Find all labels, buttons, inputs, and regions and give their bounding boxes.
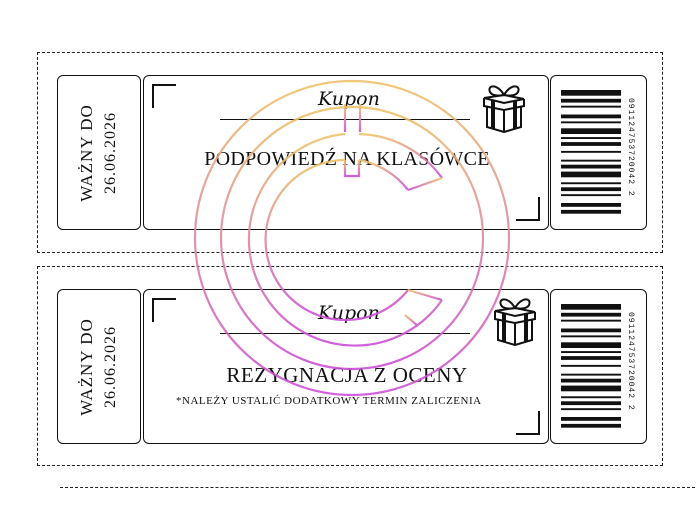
barcode-bar (561, 121, 621, 124)
barcode-bar (561, 312, 621, 317)
corner-mark-top-left (152, 84, 176, 108)
coupon-body: Kupon REZYGNACJA Z OCENY *NALEŻY USTALIĆ… (143, 289, 549, 444)
barcode-bar (561, 128, 621, 134)
barcode-bar (561, 335, 621, 338)
barcode-bar (561, 351, 621, 353)
barcode-bar (561, 373, 621, 376)
coupon-title: REZYGNACJA Z OCENY (226, 363, 468, 387)
barcode-panel: 091124753720042 2 (550, 289, 647, 444)
valid-until-date: 26.06.2026 (102, 325, 119, 408)
barcode-digits: 091124753720042 2 (626, 98, 635, 197)
barcode-bar (561, 194, 621, 197)
barcode-bar (561, 171, 621, 178)
coupon-heading: Kupon (318, 302, 380, 324)
barcode-icon (561, 304, 621, 428)
barcode-bar (561, 342, 621, 348)
barcode-bar (561, 90, 621, 96)
barcode-bar (561, 182, 621, 185)
coupon-body: Kupon PODPOWIEDŹ NA KLASÓWCE (143, 75, 549, 230)
barcode-bar (561, 159, 621, 162)
barcode-bar (561, 328, 621, 333)
barcode-bar (561, 304, 621, 310)
validity-stub: WAŻNY DO 26.06.2026 (57, 75, 141, 230)
barcode-bar (561, 114, 621, 119)
barcode-bar (561, 378, 621, 383)
coupon-footnote: *NALEŻY USTALIĆ DODATKOWY TERMIN ZALICZE… (176, 395, 482, 407)
barcode-digits: 091124753720042 2 (626, 312, 635, 411)
barcode-bar (561, 150, 621, 153)
barcode-bar (561, 408, 621, 411)
barcode-bar (561, 401, 621, 406)
coupon-heading: Kupon (318, 88, 380, 110)
valid-until-date: 26.06.2026 (102, 111, 119, 194)
barcode-bar (561, 417, 621, 421)
barcode-bar (561, 423, 621, 428)
gift-icon (494, 298, 536, 346)
barcode-bar (561, 356, 621, 360)
valid-until-label: WAŻNY DO (77, 317, 96, 416)
gift-icon (483, 85, 525, 133)
barcode-panel: 091124753720042 2 (550, 75, 647, 230)
barcode-bar (561, 319, 621, 322)
corner-mark-top-left (152, 298, 176, 322)
corner-mark-bottom-right (516, 411, 540, 435)
coupon-ticket-1: WAŻNY DO 26.06.2026 Kupon PODPOWIEDŹ NA … (57, 75, 667, 230)
barcode-bar (561, 98, 621, 103)
barcode-bar (561, 385, 621, 392)
heading-underline (220, 119, 470, 120)
barcode-bar (561, 187, 621, 192)
barcode-bar (561, 105, 621, 108)
coupon-ticket-2: WAŻNY DO 26.06.2026 Kupon REZYGNACJA Z O… (57, 289, 667, 444)
barcode-bar (561, 364, 621, 367)
barcode-bar (561, 396, 621, 399)
barcode-bar (561, 203, 621, 207)
coupon-title: PODPOWIEDŹ NA KLASÓWCE (204, 148, 490, 170)
barcode-icon (561, 90, 621, 214)
barcode-bar (561, 137, 621, 139)
barcode-bar (561, 142, 621, 146)
cut-line (60, 487, 695, 488)
barcode-bar (561, 164, 621, 169)
heading-underline (220, 333, 470, 334)
valid-until-label: WAŻNY DO (77, 103, 96, 202)
corner-mark-bottom-right (516, 197, 540, 221)
barcode-bar (561, 209, 621, 214)
validity-stub: WAŻNY DO 26.06.2026 (57, 289, 141, 444)
